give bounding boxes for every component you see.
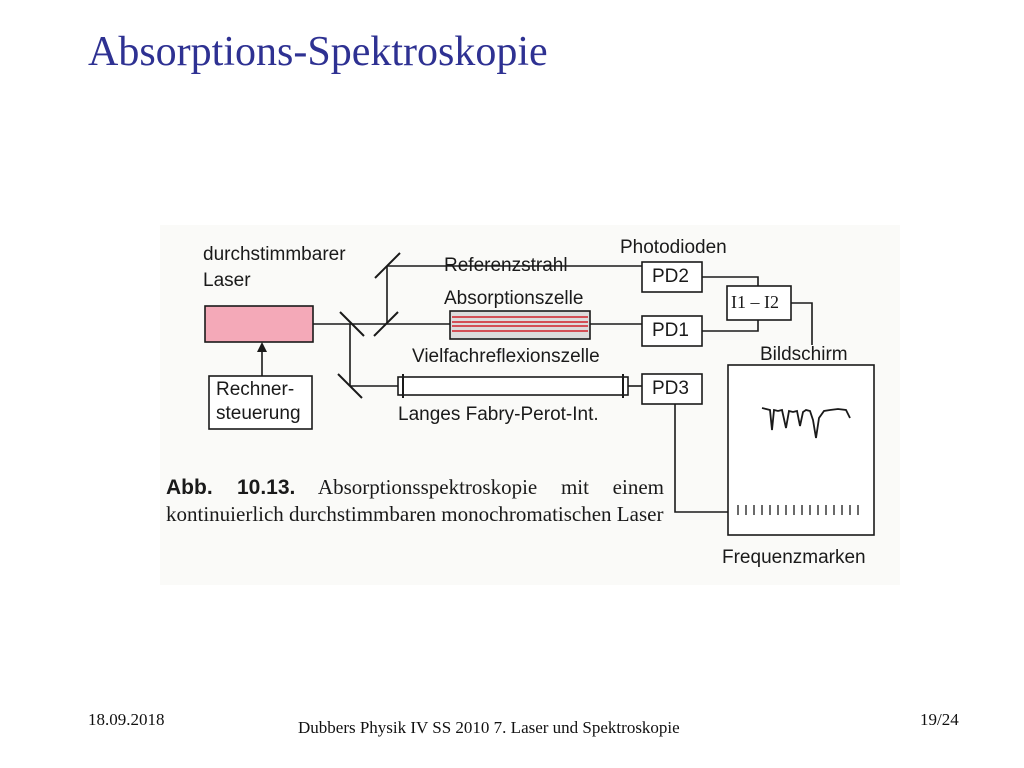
footer-page-number: 19/24 bbox=[920, 710, 959, 729]
photodiodes-label: Photodioden bbox=[620, 237, 727, 258]
spectrum-trace bbox=[761, 407, 851, 439]
figure-caption: Abb. 10.13. Absorptionsspektroskopie mit… bbox=[166, 474, 664, 528]
photodiode-pd3-box bbox=[641, 373, 703, 405]
wire-diff-screen bbox=[791, 302, 813, 345]
wire-pd2-diff bbox=[702, 276, 759, 286]
screen-box bbox=[727, 364, 875, 536]
pd1-label: PD1 bbox=[652, 320, 689, 341]
slide-title: Absorptions-Spektroskopie bbox=[88, 29, 548, 75]
laser-label-line1: durchstimmbarer bbox=[203, 244, 346, 265]
wire-pd1-diff bbox=[702, 320, 759, 332]
frequency-marks-label: Frequenzmarken bbox=[722, 547, 866, 568]
control-label-line2: steuerung bbox=[216, 403, 301, 424]
pd2-label: PD2 bbox=[652, 266, 689, 287]
photodiode-pd2-box bbox=[641, 261, 703, 293]
control-label-line1: Rechner- bbox=[216, 379, 295, 400]
laser-box bbox=[204, 305, 314, 343]
pd3-label: PD3 bbox=[652, 378, 689, 399]
caption-number: Abb. 10.13. bbox=[166, 476, 296, 499]
laser-label-line2: Laser bbox=[203, 270, 251, 291]
difference-label: I1 – I2 bbox=[731, 292, 779, 312]
absorption-cell bbox=[449, 310, 591, 340]
screen-label: Bildschirm bbox=[760, 344, 848, 365]
caption-text: Absorptionsspektroskopie mit einem konti… bbox=[166, 475, 664, 526]
multipass-cell-label: Vielfachreflexionszelle bbox=[412, 346, 600, 367]
wire-pd3-screen bbox=[674, 404, 728, 513]
fabry-perot-cavity bbox=[397, 376, 629, 396]
computer-control-box bbox=[208, 375, 313, 430]
fabry-perot-label: Langes Fabry-Perot-Int. bbox=[398, 404, 599, 425]
absorption-cell-label: Absorptionszelle bbox=[444, 288, 584, 309]
photodiode-pd1-box bbox=[641, 315, 703, 347]
frequency-marks bbox=[737, 505, 859, 515]
control-arrow-head bbox=[257, 342, 267, 352]
footer-date: 18.09.2018 bbox=[88, 710, 165, 729]
reference-beam-label: Referenzstrahl bbox=[444, 255, 568, 276]
footer-source: Dubbers Physik IV SS 2010 7. Laser und S… bbox=[298, 718, 680, 737]
